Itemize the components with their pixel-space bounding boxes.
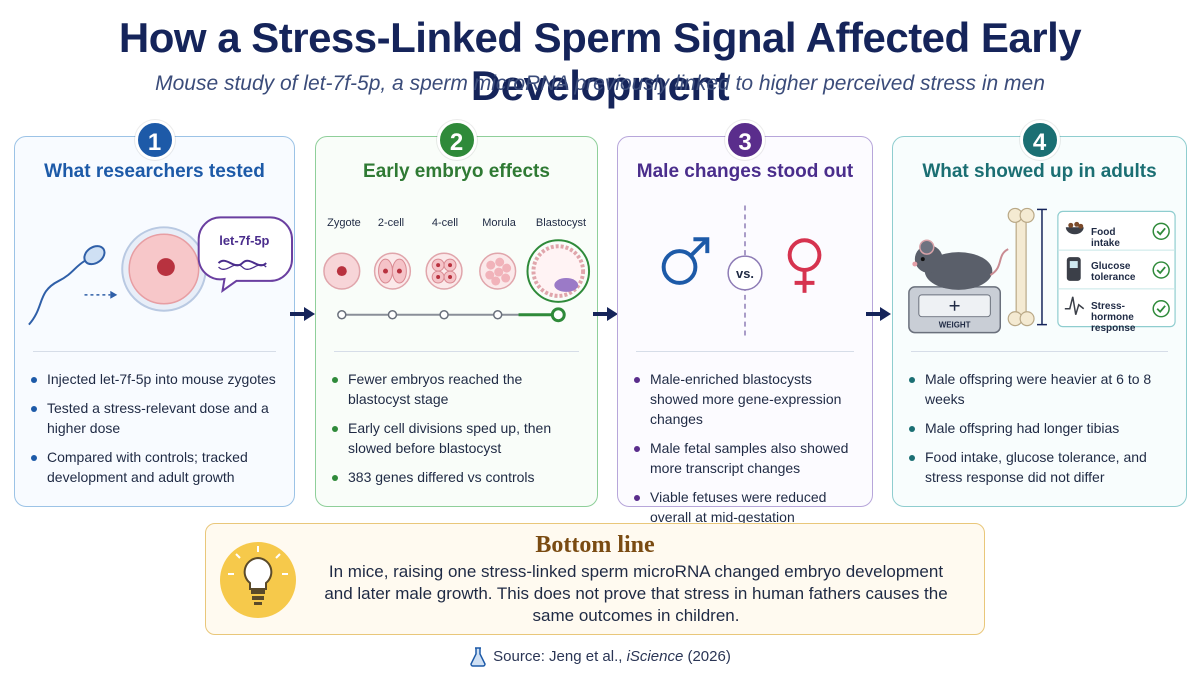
bullet-item: Food intake, glucose tolerance, and stre… — [909, 447, 1172, 487]
flask-icon — [470, 647, 486, 667]
tibia-bone-icon — [1007, 207, 1035, 327]
source-year: (2026) — [683, 647, 731, 665]
panel-number-badge: 1 — [134, 120, 175, 160]
divider — [334, 351, 579, 352]
check-icon — [1152, 300, 1170, 318]
panel-bullets: Male-enriched blastocysts showed more ge… — [634, 369, 858, 536]
mouse-icon — [912, 239, 1009, 290]
panel-embryo-effects: 2 Early embryo effects Zygote 2-cell 4-c… — [315, 120, 598, 507]
bottom-line-title: Bottom line — [535, 532, 655, 558]
hormone-graph-icon — [1064, 296, 1085, 315]
sperm-zygote-illustration: let-7f-5p — [28, 216, 294, 326]
two-cell-stage-icon — [373, 252, 412, 290]
flow-arrow-icon — [866, 307, 891, 321]
sex-comparison-illustration: vs. — [661, 205, 822, 337]
panel-male-changes: 3 Male changes stood out vs. Male-enrich… — [617, 120, 873, 525]
panel-bullets: Male offspring were heavier at 6 to 8 we… — [909, 369, 1172, 496]
divider — [33, 351, 276, 352]
bullet-item: 383 genes differed vs controls — [332, 467, 583, 487]
metric-glucose-tolerance: Glucose tolerance — [1091, 261, 1136, 283]
morula-stage-icon — [479, 252, 517, 290]
flow-arrow-icon — [290, 307, 315, 321]
scale-label: WEIGHT — [939, 321, 971, 330]
food-bowl-icon — [1065, 221, 1084, 235]
panel-adult-outcomes: 4 What showed up in adults WEIGHT — [892, 120, 1187, 507]
divider — [636, 351, 854, 352]
bullet-item: Male offspring had longer tibias — [909, 418, 1172, 438]
zygote-icon — [121, 226, 207, 312]
source-prefix: Source: Jeng et al., — [493, 647, 627, 665]
page-subtitle: Mouse study of let-7f-5p, a sperm microR… — [155, 72, 1045, 95]
blastocyst-stage-icon — [526, 239, 591, 303]
panel-bullets: Injected let-7f-5p into mouse zygotes Te… — [31, 369, 280, 496]
bullet-item: Tested a stress-relevant dose and a high… — [31, 398, 280, 438]
bullet-item: Early cell divisions sped up, then slowe… — [332, 418, 583, 458]
embryo-stages-illustration — [323, 239, 591, 323]
bottom-line-text: In mice, raising one stress-linked sperm… — [324, 562, 948, 625]
glucose-meter-icon — [1066, 257, 1081, 281]
bullet-item: Male-enriched blastocysts showed more ge… — [634, 369, 858, 429]
panel-number-badge: 2 — [436, 120, 477, 160]
panel-number-badge: 4 — [1019, 120, 1060, 160]
panel-title: What researchers tested — [44, 161, 265, 182]
stage-label: Morula — [482, 217, 516, 229]
stage-label: 4-cell — [431, 217, 459, 229]
four-cell-stage-icon — [425, 252, 463, 290]
mirna-label: let-7f-5p — [219, 233, 269, 248]
bullet-item: Injected let-7f-5p into mouse zygotes — [31, 369, 280, 389]
panel-title: Early embryo effects — [363, 161, 550, 182]
sperm-icon — [28, 245, 106, 326]
page-title: How a Stress-Linked Sperm Signal Affecte… — [118, 14, 1082, 109]
panel-bullets: Fewer embryos reached the blastocyst sta… — [332, 369, 583, 496]
metric-stress-hormone: Stress-hormone response — [1091, 301, 1136, 334]
mirna-bubble-icon — [197, 216, 294, 294]
panel-title: What showed up in adults — [922, 161, 1157, 182]
panel-what-tested: 1 What researchers tested let-7f-5p Inje… — [14, 120, 295, 507]
source-citation: Source: Jeng et al., iScience (2026) — [0, 647, 1200, 667]
flow-arrow-icon — [593, 307, 618, 321]
scale-icon — [908, 286, 1002, 334]
bullet-item: Compared with controls; tracked developm… — [31, 447, 280, 487]
bullet-item: Male fetal samples also showed more tran… — [634, 438, 858, 478]
adult-outcomes-illustration: WEIGHT — [908, 207, 1176, 334]
stage-label: 2-cell — [377, 217, 405, 229]
stage-label: Blastocyst — [535, 217, 587, 229]
female-symbol-icon — [787, 238, 822, 293]
male-symbol-icon — [661, 237, 710, 285]
check-icon — [1152, 222, 1170, 240]
bottom-line-box: Bottom line In mice, raising one stress-… — [205, 523, 985, 635]
stage-label: Zygote — [327, 217, 361, 229]
vs-label: vs. — [736, 266, 754, 281]
check-icon — [1152, 261, 1170, 279]
bullet-item: Male offspring were heavier at 6 to 8 we… — [909, 369, 1172, 409]
lightbulb-icon — [220, 542, 296, 618]
panel-title: Male changes stood out — [636, 161, 854, 182]
bullet-item: Fewer embryos reached the blastocyst sta… — [332, 369, 583, 409]
zygote-stage-icon — [323, 252, 361, 290]
divider — [911, 351, 1168, 352]
metric-food-intake: Food intake — [1091, 227, 1120, 249]
panel-number-badge: 3 — [725, 120, 765, 160]
source-journal: iScience — [626, 647, 684, 665]
bullet-item: Viable fetuses were reduced overall at m… — [634, 487, 858, 527]
